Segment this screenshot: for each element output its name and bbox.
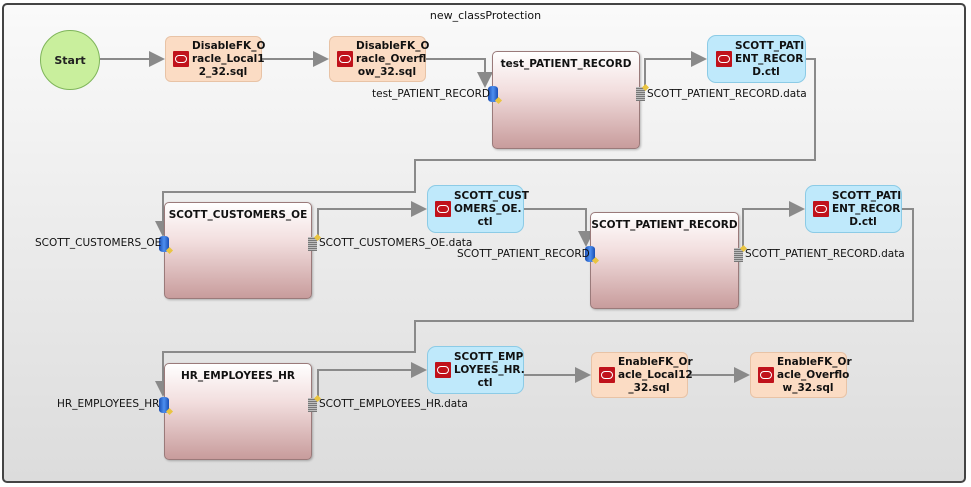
- edge-ctl3-task4: [155, 208, 914, 397]
- task-hr-employees-hr[interactable]: HR_EMPLOYEES_HR: [164, 363, 312, 460]
- task-input-label: SCOTT_CUSTOMERS_OE: [35, 237, 162, 249]
- task-title: HR_EMPLOYEES_HR: [181, 370, 295, 382]
- edge-disable2-task1: [426, 58, 493, 88]
- task-title: SCOTT_PATIENT_RECORD: [591, 219, 738, 231]
- oracle-icon: [173, 51, 189, 67]
- ctl-node-customers[interactable]: SCOTT_CUST OMERS_OE. ctl: [427, 185, 529, 233]
- task-scott-patient-record[interactable]: SCOTT_PATIENT_RECORD: [590, 212, 739, 309]
- oracle-icon: [435, 201, 451, 217]
- edge-task3-ctl3: [742, 201, 805, 250]
- task-test-patient-record[interactable]: test_PATIENT_RECORD: [492, 51, 640, 149]
- oracle-icon: [599, 367, 615, 383]
- database-input-icon[interactable]: [159, 397, 169, 413]
- sql-node-label: DisableFK_O racle_Local1 2_32.sql: [192, 39, 266, 78]
- sql-node-enable-local[interactable]: EnableFK_Or acle_Local12 _32.sql: [591, 352, 693, 398]
- database-input-icon[interactable]: [488, 86, 498, 102]
- sql-node-label: EnableFK_Or acle_Overflo w_32.sql: [777, 355, 852, 394]
- sql-node-enable-overflow[interactable]: EnableFK_Or acle_Overflo w_32.sql: [750, 352, 852, 398]
- task-output-label: SCOTT_PATIENT_RECORD.data: [745, 248, 905, 260]
- task-title: test_PATIENT_RECORD: [500, 58, 632, 70]
- task-scott-customers-oe[interactable]: SCOTT_CUSTOMERS_OE: [164, 202, 312, 299]
- ctl-node-patient-2[interactable]: SCOTT_PATI ENT_RECOR D.ctl: [805, 185, 902, 233]
- database-input-icon[interactable]: [585, 246, 595, 262]
- oracle-icon: [435, 362, 451, 378]
- task-input-label: SCOTT_PATIENT_RECORD: [457, 248, 590, 260]
- ctl-node-employees[interactable]: SCOTT_EMP LOYEES_HR. ctl: [427, 346, 525, 394]
- edge-task1-ctl1: [644, 51, 707, 90]
- ctl-node-label: SCOTT_EMP LOYEES_HR. ctl: [454, 350, 525, 389]
- oracle-icon: [716, 51, 732, 67]
- sql-node-label: DisableFK_O racle_Overfl ow_32.sql: [356, 39, 430, 78]
- start-label: Start: [54, 53, 86, 67]
- ctl-node-label: SCOTT_PATI ENT_RECOR D.ctl: [832, 189, 902, 228]
- start-node[interactable]: Start: [40, 30, 100, 90]
- task-output-label: SCOTT_CUSTOMERS_OE.data: [319, 237, 473, 249]
- oracle-icon: [813, 201, 829, 217]
- task-title: SCOTT_CUSTOMERS_OE: [168, 209, 308, 221]
- sql-node-disable-local[interactable]: DisableFK_O racle_Local1 2_32.sql: [165, 36, 266, 82]
- task-output-label: SCOTT_EMPLOYEES_HR.data: [319, 398, 468, 410]
- database-input-icon[interactable]: [159, 236, 169, 252]
- file-output-icon[interactable]: [636, 87, 645, 101]
- edge-ctl2-task3: [524, 208, 594, 247]
- ctl-node-label: SCOTT_PATI ENT_RECOR D.ctl: [735, 39, 805, 78]
- task-input-label: HR_EMPLOYEES_HR: [57, 398, 160, 410]
- task-output-label: SCOTT_PATIENT_RECORD.data: [647, 88, 807, 100]
- diagram-title: new_classProtection: [429, 9, 542, 22]
- ctl-node-label: SCOTT_CUST OMERS_OE. ctl: [454, 189, 529, 228]
- sql-node-disable-overflow[interactable]: DisableFK_O racle_Overfl ow_32.sql: [329, 36, 430, 82]
- file-output-icon[interactable]: [308, 237, 317, 251]
- task-input-label: test_PATIENT_RECORD: [372, 88, 491, 100]
- ctl-node-patient-1[interactable]: SCOTT_PATI ENT_RECOR D.ctl: [707, 35, 806, 83]
- edge-task4-ctl4: [317, 362, 427, 400]
- oracle-icon: [337, 51, 353, 67]
- file-output-icon[interactable]: [308, 398, 317, 412]
- edge-ctl1-task2: [155, 58, 816, 237]
- oracle-icon: [758, 367, 774, 383]
- sql-node-label: EnableFK_Or acle_Local12 _32.sql: [618, 355, 693, 394]
- file-output-icon[interactable]: [734, 248, 743, 262]
- edge-task2-ctl2: [317, 201, 427, 240]
